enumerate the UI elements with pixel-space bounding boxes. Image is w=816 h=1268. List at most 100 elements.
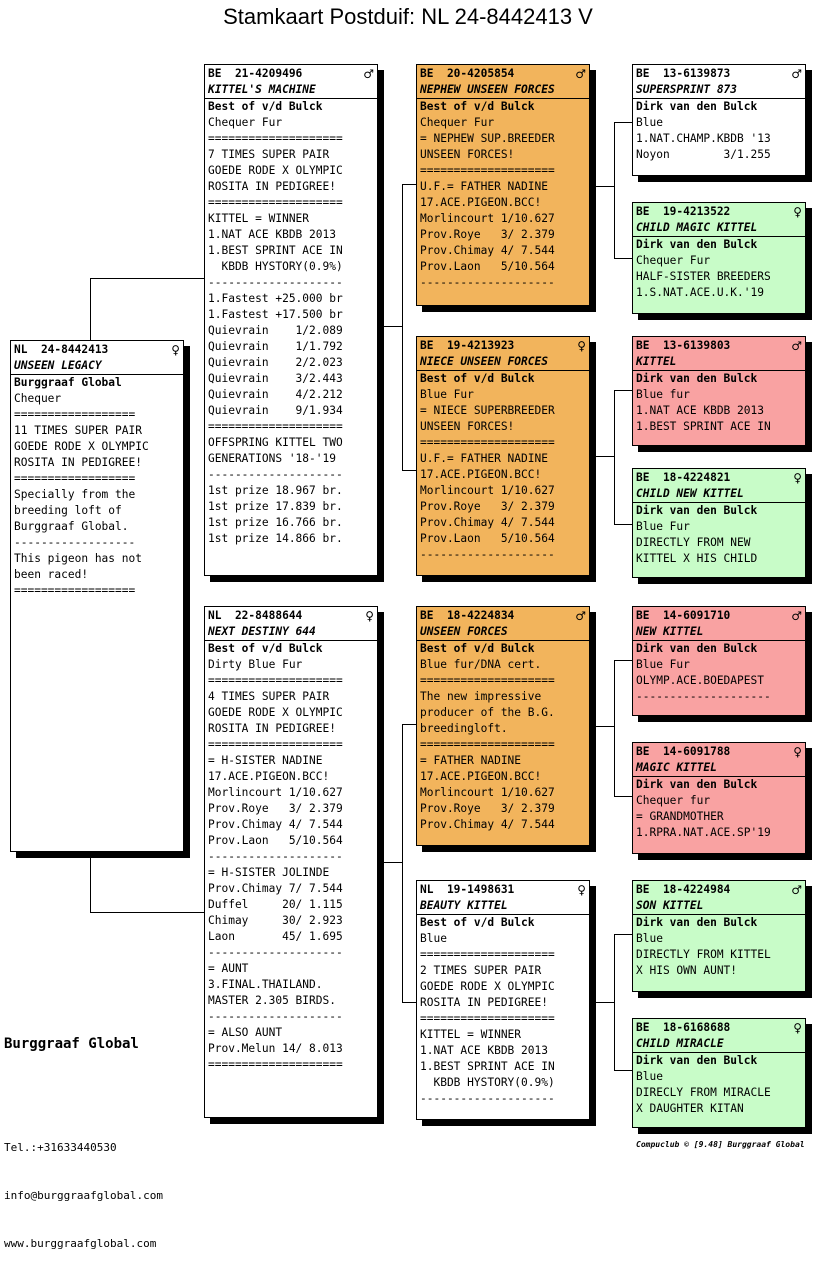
card-line: 1st prize 18.967 br. bbox=[208, 484, 343, 497]
ring-text: BE 13-6139873 bbox=[636, 67, 731, 80]
female-symbol-icon: ♀ bbox=[793, 205, 802, 219]
card-line: GOEDE RODE X OLYMPIC bbox=[14, 440, 149, 453]
card-line: ROSITA IN PEDIGREE! bbox=[420, 996, 548, 1009]
connector bbox=[614, 390, 615, 524]
card-line: producer of the B.G. bbox=[420, 706, 555, 719]
male-symbol-icon: ♂ bbox=[791, 609, 802, 623]
card-line: ==================== bbox=[208, 420, 343, 433]
card-line: Best of v/d Bulck bbox=[208, 642, 323, 655]
connector bbox=[596, 726, 614, 727]
card-line: OFFSPRING KITTEL TWO bbox=[208, 436, 343, 449]
card-line: = GRANDMOTHER bbox=[636, 810, 724, 823]
card-line: 1.BEST SPRINT ACE IN bbox=[420, 1060, 555, 1073]
card-line: 1.S.NAT.ACE.U.K.'19 bbox=[636, 286, 764, 299]
card-line: Best of v/d Bulck bbox=[420, 916, 535, 929]
card-line: U.F.= FATHER NADINE bbox=[420, 452, 548, 465]
card-line: KBDB HYSTORY(0.9%) bbox=[420, 1076, 555, 1089]
ring-number: BE 14-6091788♀ bbox=[636, 744, 802, 760]
card-line: ==================== bbox=[208, 1058, 343, 1071]
card-line: -------------------- bbox=[420, 548, 555, 561]
card-line: 1.Fastest +25.000 br bbox=[208, 292, 343, 305]
card-line: Best of v/d Bulck bbox=[208, 100, 323, 113]
card-line: Quievrain 3/2.443 bbox=[208, 372, 343, 385]
ring-text: BE 21-4209496 bbox=[208, 67, 303, 80]
ring-number: BE 21-4209496♂ bbox=[208, 66, 374, 82]
ring-text: NL 22-8488644 bbox=[208, 609, 303, 622]
pigeon-name: NIECE UNSEEN FORCES bbox=[417, 354, 589, 371]
pigeon-name: KITTEL bbox=[633, 354, 805, 371]
connector bbox=[402, 470, 416, 471]
pigeon-name: SUPERSPRINT 873 bbox=[633, 82, 805, 99]
ring-text: BE 19-4213923 bbox=[420, 339, 515, 352]
ring-number: BE 18-6168688♀ bbox=[636, 1020, 802, 1036]
card-line: Dirk van den Bulck bbox=[636, 100, 758, 113]
ring-number: NL 19-1498631♀ bbox=[420, 882, 586, 898]
connector bbox=[402, 1002, 416, 1003]
card-line: ================== bbox=[14, 584, 136, 597]
card-line: ==================== bbox=[420, 948, 555, 961]
card-line: Burggraaf Global bbox=[14, 376, 122, 389]
female-symbol-icon: ♀ bbox=[793, 745, 802, 759]
pigeon-name: NEW KITTEL bbox=[633, 624, 805, 641]
card-line: Quievrain 9/1.934 bbox=[208, 404, 343, 417]
card-line: = AUNT bbox=[208, 962, 249, 975]
contact-website[interactable]: www.burggraafglobal.com bbox=[4, 1237, 157, 1250]
card-line: ROSITA IN PEDIGREE! bbox=[14, 456, 142, 469]
card-line: Dirk van den Bulck bbox=[636, 1054, 758, 1067]
card-line: Prov.Chimay 4/ 7.544 bbox=[208, 818, 343, 831]
card-line: 1st prize 16.766 br. bbox=[208, 516, 343, 529]
card-line: Blue fur bbox=[636, 388, 690, 401]
connector bbox=[614, 660, 615, 796]
card-line: Dirk van den Bulck bbox=[636, 238, 758, 251]
card-line: Prov.Roye 3/ 2.379 bbox=[420, 802, 555, 815]
card-line: -------------------- bbox=[208, 276, 343, 289]
ring-text: BE 18-6168688 bbox=[636, 1021, 731, 1034]
card-line: Quievrain 1/1.792 bbox=[208, 340, 343, 353]
card-line: 4 TIMES SUPER PAIR bbox=[208, 690, 330, 703]
footer-credit: Compuclub © [9.48] Burggraaf Global bbox=[636, 1140, 805, 1149]
card-line: -------------------- bbox=[636, 690, 771, 703]
card-line: 1.BEST SPRINT ACE IN bbox=[636, 420, 771, 433]
card-line: HALF-SISTER BREEDERS bbox=[636, 270, 771, 283]
card-line: -------------------- bbox=[208, 468, 343, 481]
connector bbox=[614, 1070, 632, 1071]
contact-phone: Tel.:+31633440530 bbox=[4, 1141, 117, 1154]
pigeon-name: MAGIC KITTEL bbox=[633, 760, 805, 777]
male-symbol-icon: ♂ bbox=[575, 609, 586, 623]
card-line: -------------------- bbox=[420, 276, 555, 289]
card-line: UNSEEN FORCES! bbox=[420, 420, 515, 433]
card-line: Prov.Roye 3/ 2.379 bbox=[420, 500, 555, 513]
ring-number: BE 19-4213923♀ bbox=[420, 338, 586, 354]
contact-email[interactable]: info@burggraafglobal.com bbox=[4, 1189, 163, 1202]
card-line: ==================== bbox=[208, 674, 343, 687]
card-line: KITTEL = WINNER bbox=[208, 212, 310, 225]
card-line: Prov.Chimay 7/ 7.544 bbox=[208, 882, 343, 895]
card-line: Dirty Blue Fur bbox=[208, 658, 303, 671]
card-line: Duffel 20/ 1.115 bbox=[208, 898, 343, 911]
card-line: Chimay 30/ 2.923 bbox=[208, 914, 343, 927]
ring-text: BE 19-4213522 bbox=[636, 205, 731, 218]
card-line: ROSITA IN PEDIGREE! bbox=[208, 722, 336, 735]
card-line: Dirk van den Bulck bbox=[636, 504, 758, 517]
pigeon-name: UNSEEN FORCES bbox=[417, 624, 589, 641]
card-line: Morlincourt 1/10.627 bbox=[420, 484, 555, 497]
pigeon-name: CHILD MIRACLE bbox=[633, 1036, 805, 1053]
ring-number: BE 19-4213522 ♀ bbox=[636, 204, 802, 220]
card-line: Prov.Chimay 4/ 7.544 bbox=[420, 516, 555, 529]
card-line: Dirk van den Bulck bbox=[636, 372, 758, 385]
card-line: Blue Fur bbox=[636, 658, 690, 671]
card-line: KITTEL = WINNER bbox=[420, 1028, 522, 1041]
card-line: = NIECE SUPERBREEDER bbox=[420, 404, 555, 417]
card-line: -------------------- bbox=[208, 1010, 343, 1023]
card-line: GOEDE RODE X OLYMPIC bbox=[420, 980, 555, 993]
card-line: 3.FINAL.THAILAND. bbox=[208, 978, 323, 991]
card-line: Prov.Laon 5/10.564 bbox=[208, 834, 343, 847]
card-line: ==================== bbox=[420, 1012, 555, 1025]
card-line: ================== bbox=[14, 472, 136, 485]
ring-number: BE 20-4205854♂ bbox=[420, 66, 586, 82]
card-line: GENERATIONS '18-'19 bbox=[208, 452, 336, 465]
